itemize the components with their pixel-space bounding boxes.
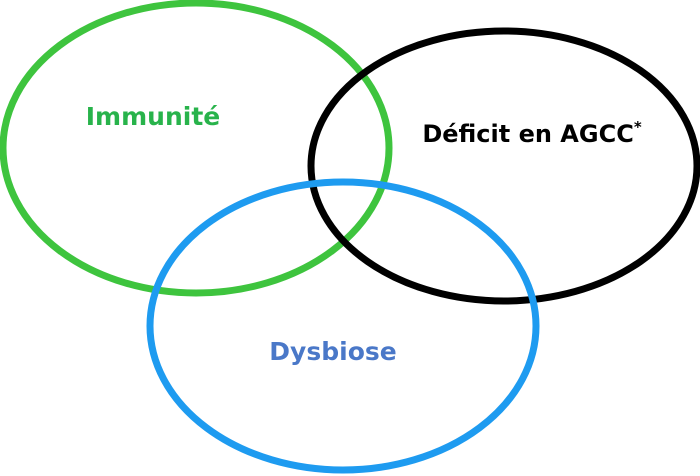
immunite-label: Immunité	[86, 102, 220, 131]
dysbiose-label: Dysbiose	[269, 337, 396, 366]
deficit-agcc-label-text: Déficit en AGCC	[422, 120, 634, 148]
dysbiose-circle	[146, 178, 540, 474]
immunite-circle	[0, 0, 393, 297]
deficit-agcc-label: Déficit en AGCC*	[422, 118, 642, 148]
deficit-agcc-asterisk: *	[634, 118, 642, 136]
deficit-agcc-circle	[307, 27, 700, 305]
